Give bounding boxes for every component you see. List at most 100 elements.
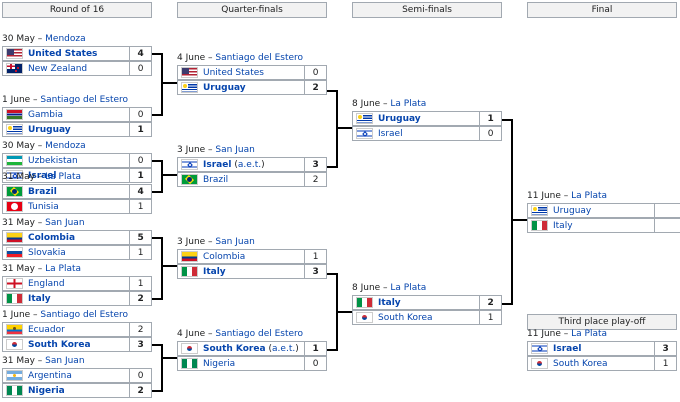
r16-match-1-info: 30 May – Mendoza [2, 33, 86, 46]
israel-flag-icon [6, 170, 23, 181]
venue-link[interactable]: La Plata [390, 283, 427, 293]
team-cell: Uzbekistan [3, 154, 131, 167]
score-cell: 3 [312, 266, 319, 277]
final-match-1-team-row: Uruguay [527, 203, 680, 218]
team-name-link[interactable]: Italy [378, 297, 401, 308]
uruguay-flag-icon [531, 205, 548, 216]
team-name-link[interactable]: Brazil [28, 186, 57, 197]
team-cell: Uruguay [528, 204, 656, 217]
team-name-link[interactable]: Italy [553, 220, 573, 231]
team-name-link[interactable]: Tunisia [28, 201, 59, 212]
venue-link[interactable]: Santiago del Estero [215, 329, 304, 339]
venue-link[interactable]: Santiago del Estero [40, 95, 129, 105]
sf-match-1-team-row: Uruguay 1 [352, 111, 502, 126]
team-name-link[interactable]: Israel [203, 159, 232, 170]
team-name-link[interactable]: Colombia [203, 251, 246, 262]
argentina-flag-icon [6, 370, 23, 381]
r16-match-8-info: 31 May – San Juan [2, 355, 85, 368]
semi-finals-header: Semi-finals [352, 2, 502, 18]
venue-link[interactable]: Santiago del Estero [215, 53, 304, 63]
score-cell: 3 [662, 343, 669, 354]
match-date: 4 June – [177, 329, 216, 339]
team-name-link[interactable]: South Korea [378, 312, 433, 323]
third-match-1-info: 11 June – La Plata [527, 328, 607, 341]
team-name-link[interactable]: Uruguay [553, 205, 592, 216]
team-name-link[interactable]: Argentina [28, 370, 72, 381]
score-cell: 1 [137, 247, 144, 258]
nigeria-flag-icon [6, 385, 23, 396]
team-cell: Uruguay [3, 123, 131, 136]
venue-link[interactable]: Mendoza [45, 141, 86, 151]
italy-flag-icon [531, 220, 548, 231]
team-name-link[interactable]: Uruguay [203, 82, 246, 93]
qf-match-3-info: 3 June – San Juan [177, 236, 255, 249]
tunisia-flag-icon [6, 201, 23, 212]
r16-match-2-team-row: Gambia 0 [2, 107, 152, 122]
new-zealand-flag-icon [6, 63, 23, 74]
venue-link[interactable]: San Juan [215, 237, 255, 247]
qf-match-2-team-row: Israel(a.e.t.)3 [177, 157, 327, 172]
team-cell: Tunisia [3, 200, 131, 213]
team-name-link[interactable]: South Korea [28, 339, 91, 350]
team-name-link[interactable]: Uruguay [28, 124, 71, 135]
team-name-link[interactable]: Gambia [28, 109, 63, 120]
team-cell: Colombia [178, 250, 306, 263]
nigeria-flag-icon [181, 358, 198, 369]
score-cell: 0 [137, 109, 144, 120]
score-cell: 1 [487, 113, 494, 124]
venue-link[interactable]: La Plata [390, 99, 427, 109]
match-date: 8 June – [352, 99, 391, 109]
aet-link[interactable]: a.e.t. [272, 343, 296, 354]
venue-link[interactable]: La Plata [571, 329, 608, 339]
team-name-link[interactable]: Italy [28, 293, 51, 304]
venue-link[interactable]: San Juan [45, 218, 85, 228]
sf-match-2-info: 8 June – La Plata [352, 282, 426, 295]
team-name-link[interactable]: Uzbekistan [28, 155, 78, 166]
score-cell: 1 [137, 124, 144, 135]
venue-link[interactable]: San Juan [215, 145, 255, 155]
final-match-1-info: 11 June – La Plata [527, 190, 607, 203]
team-name-link[interactable]: Ecuador [28, 324, 65, 335]
team-name-link[interactable]: Nigeria [203, 358, 236, 369]
team-name-link[interactable]: Israel [553, 343, 582, 354]
venue-link[interactable]: La Plata [45, 172, 82, 182]
venue-link[interactable]: Santiago del Estero [40, 310, 129, 320]
team-name-link[interactable]: United States [203, 67, 264, 78]
team-cell: United States [3, 47, 131, 60]
team-name-link[interactable]: South Korea [203, 343, 266, 354]
team-name-link[interactable]: United States [28, 48, 98, 59]
connector-r16-7 [152, 344, 177, 359]
team-name-link[interactable]: South Korea [553, 358, 608, 369]
connector-r16-3 [152, 160, 177, 176]
team-name-link[interactable]: Colombia [28, 232, 76, 243]
aet-link[interactable]: a.e.t. [237, 159, 262, 170]
venue-link[interactable]: La Plata [45, 264, 82, 274]
team-name-link[interactable]: Israel [378, 128, 403, 139]
team-name-link[interactable]: Nigeria [28, 385, 65, 396]
team-name-link[interactable]: Slovakia [28, 247, 66, 258]
venue-link[interactable]: La Plata [571, 191, 608, 201]
team-name-link[interactable]: New Zealand [28, 63, 88, 74]
team-cell: Italy [178, 265, 306, 278]
usa-flag-icon [181, 67, 198, 78]
team-name-link[interactable]: Brazil [203, 174, 229, 185]
venue-link[interactable]: Mendoza [45, 34, 86, 44]
team-name-link[interactable]: England [28, 278, 65, 289]
score-cell: 1 [137, 201, 144, 212]
match-date: 3 June – [177, 145, 216, 155]
team-name-link[interactable]: Israel [28, 170, 57, 181]
venue-link[interactable]: San Juan [45, 356, 85, 366]
uruguay-flag-icon [181, 82, 198, 93]
score-cell: 2 [137, 324, 144, 335]
match-date: 11 June – [527, 329, 572, 339]
team-cell: South Korea [353, 311, 481, 324]
uruguay-flag-icon [356, 113, 373, 124]
team-cell: Uruguay [178, 81, 306, 94]
team-name-link[interactable]: Italy [203, 266, 226, 277]
team-name-link[interactable]: Uruguay [378, 113, 421, 124]
colombia-flag-icon [181, 251, 198, 262]
